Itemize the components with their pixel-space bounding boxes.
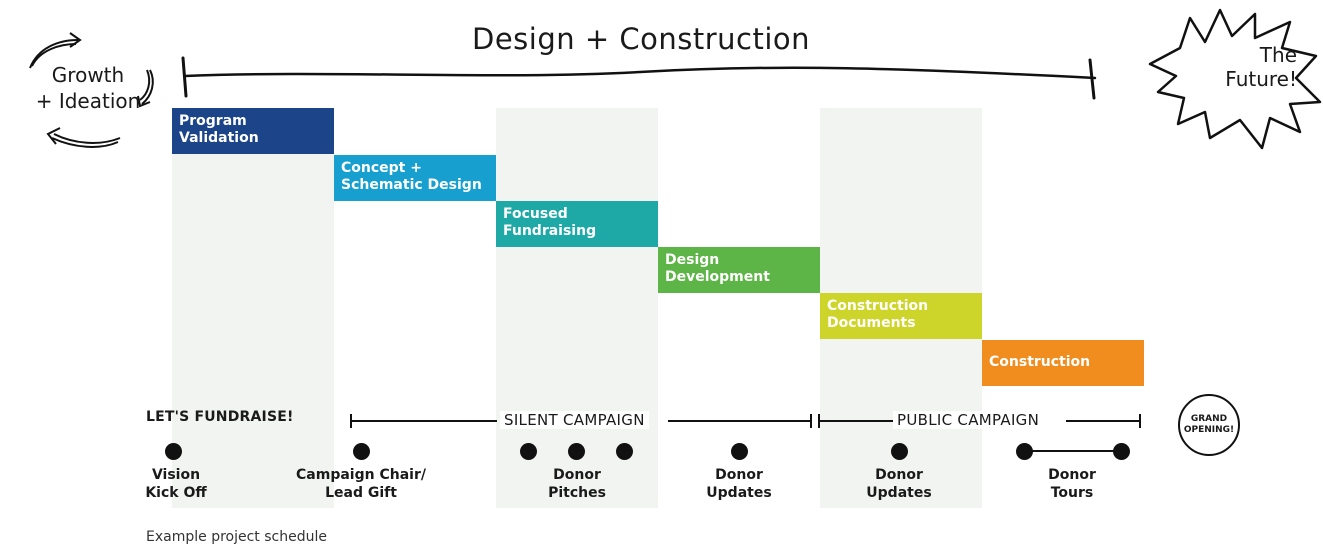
- public-campaign-label: PUBLIC CAMPAIGN: [893, 411, 1044, 429]
- phase-design-development: Design Development: [658, 247, 820, 293]
- milestone-dot-vision: [165, 443, 182, 460]
- lets-fundraise-label: LET'S FUNDRAISE!: [146, 409, 294, 425]
- milestone-dot-updates-2: [891, 443, 908, 460]
- phase-construction: Construction: [982, 340, 1144, 386]
- milestone-label-donor-updates-2: Donor Updates: [866, 467, 932, 501]
- milestone-dot-pitch-3: [616, 443, 633, 460]
- silent-campaign-label: SILENT CAMPAIGN: [500, 411, 649, 429]
- grand-opening-badge: GRAND OPENING!: [1178, 394, 1240, 456]
- phase-construction-documents: Construction Documents: [820, 293, 982, 339]
- milestone-label-campaign-chair: Campaign Chair/ Lead Gift: [296, 467, 426, 501]
- milestone-dot-pitch-2: [568, 443, 585, 460]
- milestone-dot-pitch-1: [520, 443, 537, 460]
- design-construction-span-arrow: [181, 56, 1097, 100]
- milestone-label-vision-kickoff: Vision Kick Off: [145, 467, 207, 501]
- future-label: The Future!: [1225, 43, 1297, 91]
- column-shade-1: [172, 108, 334, 508]
- phase-concept-schematic-design: Concept + Schematic Design: [334, 155, 496, 201]
- future-burst-icon: [1148, 8, 1322, 150]
- phase-focused-fundraising: Focused Fundraising: [496, 201, 658, 247]
- milestone-label-donor-tours: Donor Tours: [1048, 467, 1096, 501]
- campaign-lines: [350, 414, 1141, 428]
- figure-caption: Example project schedule: [146, 529, 327, 545]
- milestone-label-donor-updates-1: Donor Updates: [706, 467, 772, 501]
- milestone-dot-updates-1: [731, 443, 748, 460]
- phase-program-validation: Program Validation: [172, 108, 334, 154]
- growth-ideation-label: Growth + Ideation: [35, 63, 141, 113]
- milestone-label-donor-pitches: Donor Pitches: [548, 467, 606, 501]
- milestone-dot-campaign-chair: [353, 443, 370, 460]
- milestone-dot-tours-1: [1016, 443, 1033, 460]
- page-title: Design + Construction: [472, 22, 811, 56]
- cycle-arrows-icon: [29, 32, 154, 148]
- milestone-dot-tours-2: [1113, 443, 1130, 460]
- column-shade-2: [496, 108, 658, 508]
